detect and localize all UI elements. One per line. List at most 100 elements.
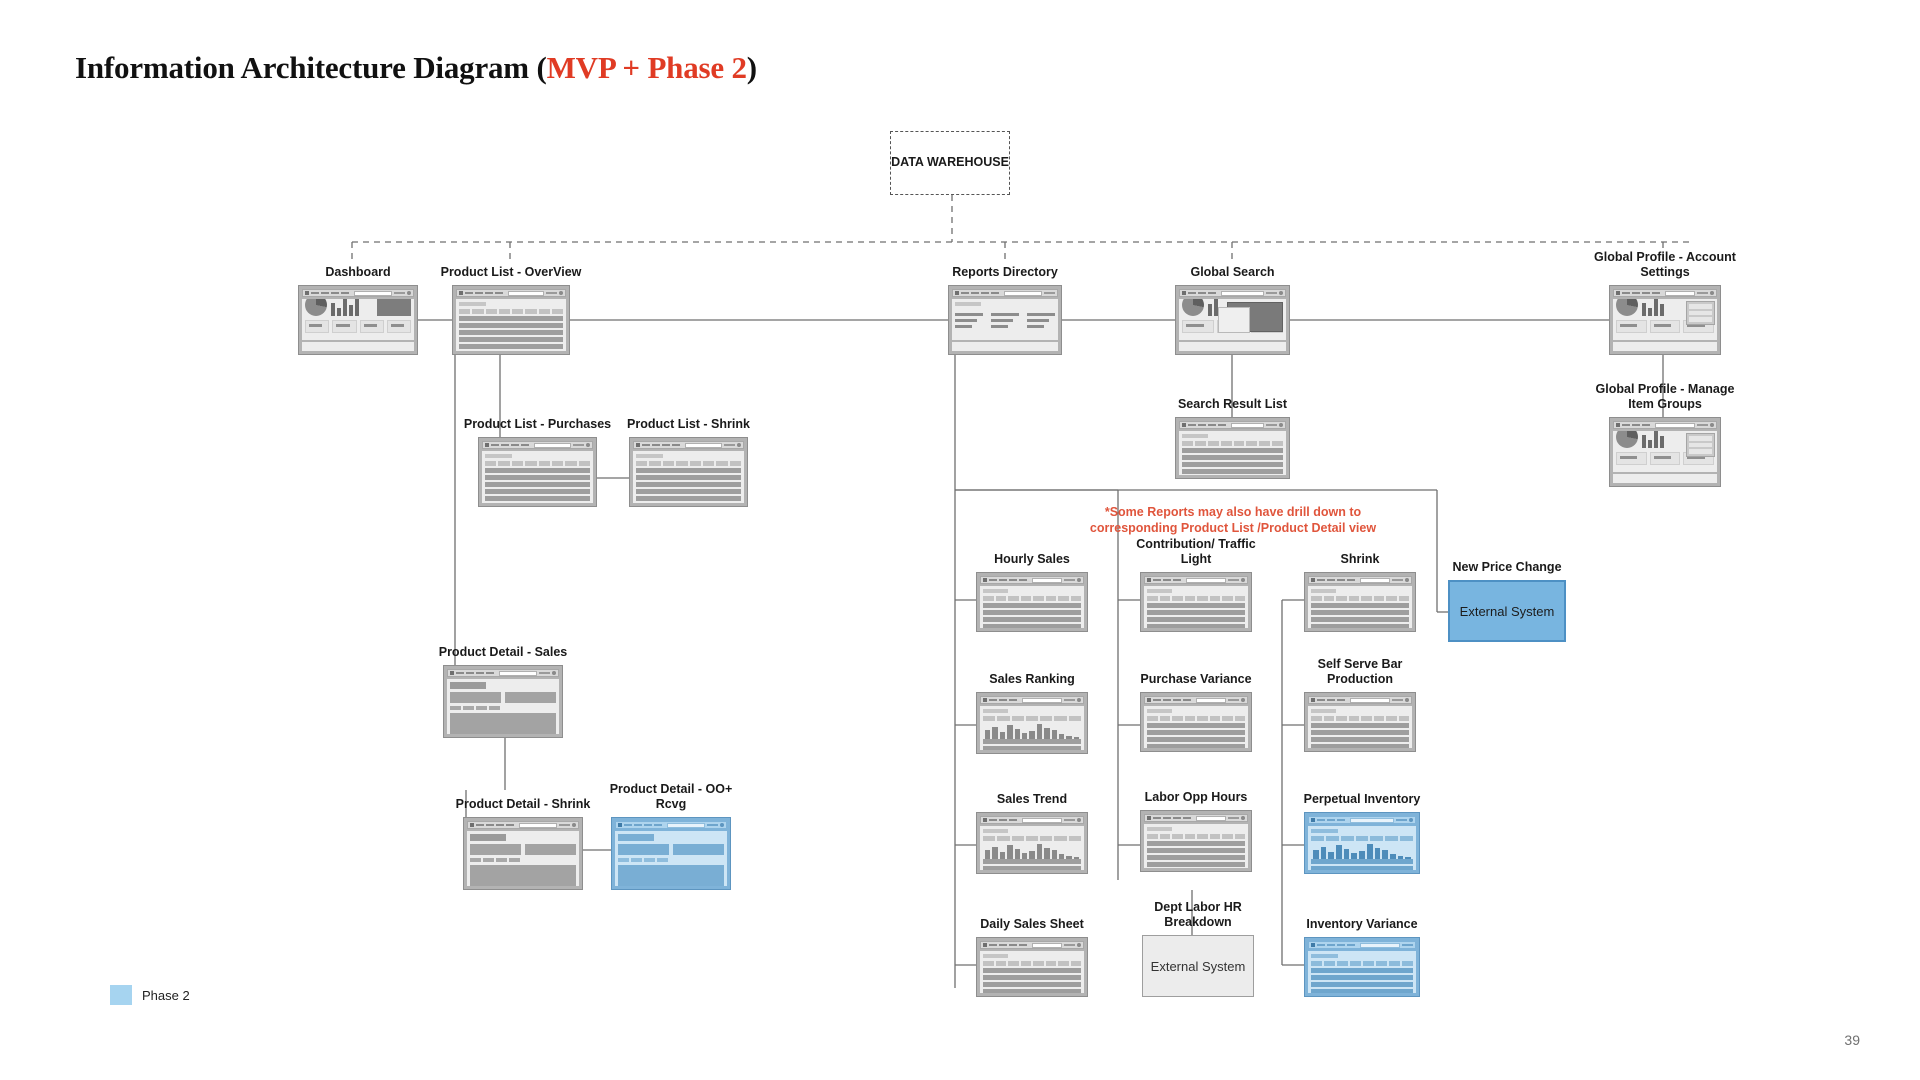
tab-icon xyxy=(999,818,1007,822)
tab-icon xyxy=(642,443,650,447)
menu-icon xyxy=(1044,292,1055,294)
menu-icon xyxy=(1392,699,1403,701)
tab-icon xyxy=(1317,818,1325,822)
tab-icon xyxy=(1632,423,1640,427)
node-product-detail-shrink[interactable]: Product Detail - Shrink xyxy=(456,797,590,890)
table-header xyxy=(1311,961,1413,966)
node-product-list-overview[interactable]: Product List - OverView xyxy=(441,265,581,355)
title-bar xyxy=(1308,696,1412,704)
node-product-list-shrink[interactable]: Product List - Shrink xyxy=(627,417,750,507)
address-bar xyxy=(519,822,557,828)
node-global-profile-account-settings[interactable]: Global Profile - Account Settings xyxy=(1594,250,1736,355)
wireframe-body xyxy=(1308,826,1416,870)
breadcrumb xyxy=(983,954,1009,958)
window-icon xyxy=(983,818,987,822)
wireframe-panel xyxy=(1609,417,1721,487)
table-header xyxy=(1311,836,1414,841)
title-bar xyxy=(1613,289,1717,297)
tab-icon xyxy=(991,291,999,295)
node-reports-directory[interactable]: Reports Directory xyxy=(948,265,1062,355)
tab-icon xyxy=(331,291,339,295)
tab-icon xyxy=(1183,816,1191,820)
node-global-profile-manage-item-groups[interactable]: Global Profile - Manage Item Groups xyxy=(1596,382,1734,487)
tab-icon xyxy=(1153,578,1161,582)
tab-icon xyxy=(511,443,519,447)
tab-icon xyxy=(1009,578,1017,582)
wireframe-detail xyxy=(443,665,563,738)
node-global-search[interactable]: Global Search xyxy=(1175,265,1290,355)
table-header xyxy=(636,461,741,466)
wireframe-body xyxy=(1308,706,1412,748)
node-label: Product Detail - OO+ Rcvg xyxy=(609,781,733,811)
gear-icon xyxy=(1241,578,1245,582)
node-product-detail-oo-rcvg[interactable]: Product Detail - OO+ Rcvg xyxy=(610,782,732,890)
node-sales-trend[interactable]: Sales Trend xyxy=(976,792,1088,874)
address-bar xyxy=(1196,815,1226,821)
window-icon xyxy=(1311,578,1315,582)
pie-chart-icon xyxy=(1616,299,1638,316)
node-data-warehouse[interactable]: DATA WAREHOUSE xyxy=(890,131,1010,195)
wireframe-body xyxy=(1308,586,1412,628)
node-labor-opp-hours[interactable]: Labor Opp Hours xyxy=(1140,790,1252,872)
title-bar xyxy=(952,289,1058,297)
node-shrink-report[interactable]: Shrink xyxy=(1304,552,1416,632)
wireframe-body xyxy=(952,299,1058,340)
table-header xyxy=(1147,596,1245,601)
card-row xyxy=(305,320,411,334)
wireframe-footer xyxy=(1179,342,1286,351)
bar-chart-icon xyxy=(331,299,373,316)
tab-icon xyxy=(1188,423,1196,427)
gear-icon xyxy=(559,291,563,295)
wireframe-table xyxy=(976,937,1088,997)
drilldown-annotation: *Some Reports may also have drill down t… xyxy=(1089,505,1377,536)
title-bar xyxy=(980,816,1084,824)
node-self-serve-bar-production[interactable]: Self Serve Bar Production xyxy=(1304,657,1416,752)
menu-icon xyxy=(1228,817,1239,819)
breadcrumb xyxy=(1311,709,1337,713)
node-label: Search Result List xyxy=(1177,396,1288,411)
breadcrumb xyxy=(1147,827,1173,831)
gear-icon xyxy=(586,443,590,447)
tab-icon xyxy=(1347,578,1355,582)
address-bar xyxy=(1360,942,1400,948)
tab-icon xyxy=(1622,291,1630,295)
detail-tabs xyxy=(450,706,556,710)
table-rows xyxy=(1311,723,1409,748)
menu-icon xyxy=(1266,292,1277,294)
gear-icon xyxy=(572,823,576,827)
node-product-detail-sales[interactable]: Product Detail - Sales xyxy=(439,645,567,738)
table-rows xyxy=(459,316,563,351)
detail-content xyxy=(450,713,556,734)
wireframe-body xyxy=(482,451,593,503)
node-dashboard[interactable]: Dashboard xyxy=(298,265,418,355)
node-product-list-purchases[interactable]: Product List - Purchases xyxy=(464,417,611,507)
gear-icon xyxy=(1241,816,1245,820)
detail-title xyxy=(618,834,655,841)
node-dept-labor-hr-breakdown[interactable]: Dept Labor HR Breakdown External System xyxy=(1142,900,1254,997)
table-rows xyxy=(1311,968,1413,993)
title-accent: MVP + Phase 2 xyxy=(546,50,747,85)
node-purchase-variance[interactable]: Purchase Variance xyxy=(1140,672,1252,752)
node-label: Shrink xyxy=(1340,551,1380,566)
node-search-result-list[interactable]: Search Result List xyxy=(1175,397,1290,479)
gear-icon xyxy=(1405,698,1409,702)
tab-icon xyxy=(466,671,474,675)
wireframe-table-phase2 xyxy=(1304,937,1420,997)
node-hourly-sales[interactable]: Hourly Sales xyxy=(976,552,1088,632)
tab-icon xyxy=(1337,943,1345,947)
table-rows xyxy=(983,603,1081,628)
tab-icon xyxy=(644,823,652,827)
node-contribution-traffic-light[interactable]: Contribution/ Traffic Light xyxy=(1136,537,1256,632)
node-inventory-variance[interactable]: Inventory Variance xyxy=(1304,917,1420,997)
node-sales-ranking[interactable]: Sales Ranking xyxy=(976,672,1088,754)
node-perpetual-inventory[interactable]: Perpetual Inventory xyxy=(1304,792,1420,874)
window-icon xyxy=(983,698,987,702)
wireframe-table xyxy=(1304,692,1416,752)
node-daily-sales-sheet[interactable]: Daily Sales Sheet xyxy=(976,917,1088,997)
side-panel xyxy=(1685,301,1715,325)
wireframe-body xyxy=(456,299,566,351)
table-rows xyxy=(983,738,1081,750)
menu-icon xyxy=(1064,699,1075,701)
node-new-price-change[interactable]: New Price Change External System xyxy=(1448,560,1566,642)
tab-icon xyxy=(1153,698,1161,702)
